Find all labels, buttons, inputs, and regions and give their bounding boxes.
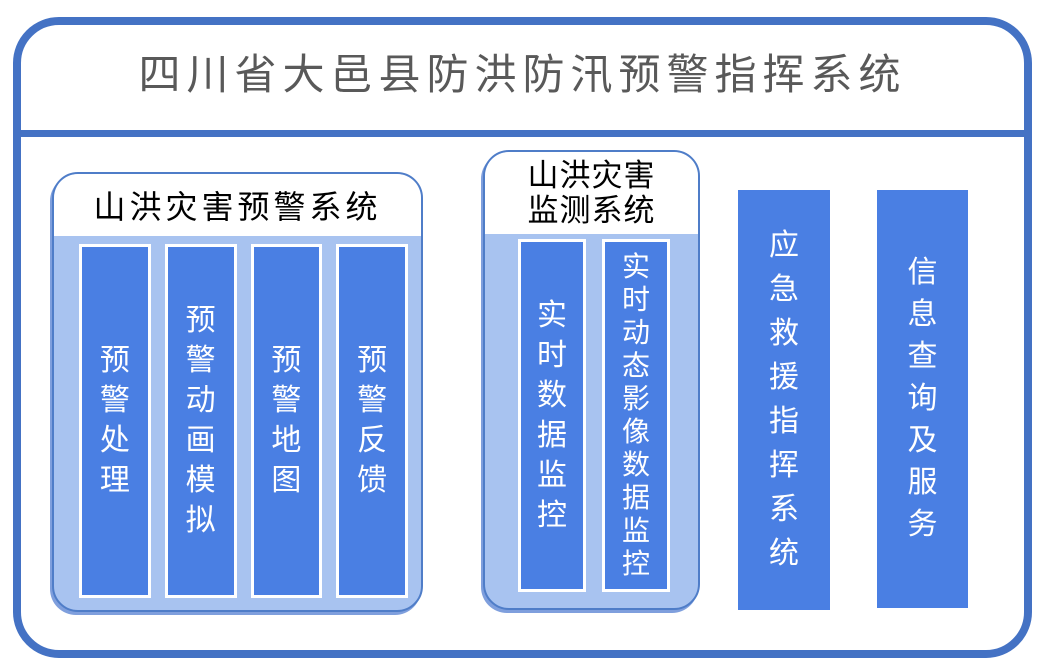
module-information-query-service: 信息查询及服务: [877, 190, 968, 608]
module-label: 预警地图: [271, 344, 302, 497]
group-flood-monitoring-title: 山洪灾害监测系统: [485, 152, 698, 234]
module-warning-map: 预警地图: [250, 244, 323, 598]
group-flood-monitoring-body: 实时数据监控 实时动态影像数据监控: [485, 234, 698, 608]
module-label: 实时数据监控: [537, 298, 567, 532]
module-warning-processing: 预警处理: [79, 244, 151, 598]
group-flood-monitoring-system: 山洪灾害监测系统 实时数据监控 实时动态影像数据监控: [483, 150, 700, 610]
module-emergency-rescue-command-system: 应急救援指挥系统: [738, 190, 830, 610]
module-label: 预警动画模拟: [185, 304, 216, 537]
module-realtime-video-data-monitoring: 实时动态影像数据监控: [602, 239, 670, 592]
module-label: 预警处理: [99, 344, 130, 497]
group-flood-monitoring-title-text: 山洪灾害监测系统: [527, 158, 656, 228]
module-label: 实时动态影像数据监控: [621, 251, 650, 580]
group-flood-warning-system: 山洪灾害预警系统 预警处理 预警动画模拟 预警地图 预警反馈: [52, 172, 423, 612]
module-warning-animation-simulation: 预警动画模拟: [164, 244, 237, 598]
group-flood-warning-body: 预警处理 预警动画模拟 预警地图 预警反馈: [54, 236, 421, 610]
module-label: 预警反馈: [357, 344, 388, 497]
group-flood-warning-title: 山洪灾害预警系统: [54, 174, 421, 236]
page-title: 四川省大邑县防洪防汛预警指挥系统: [138, 51, 907, 98]
module-label: 应急救援指挥系统: [769, 229, 799, 570]
module-warning-feedback: 预警反馈: [336, 244, 408, 598]
module-realtime-data-monitoring: 实时数据监控: [518, 239, 586, 592]
module-label: 信息查询及服务: [907, 256, 938, 541]
title-divider: [13, 130, 1032, 137]
diagram-frame: 四川省大邑县防洪防汛预警指挥系统 山洪灾害预警系统 预警处理 预警动画模拟 预警…: [13, 17, 1032, 658]
